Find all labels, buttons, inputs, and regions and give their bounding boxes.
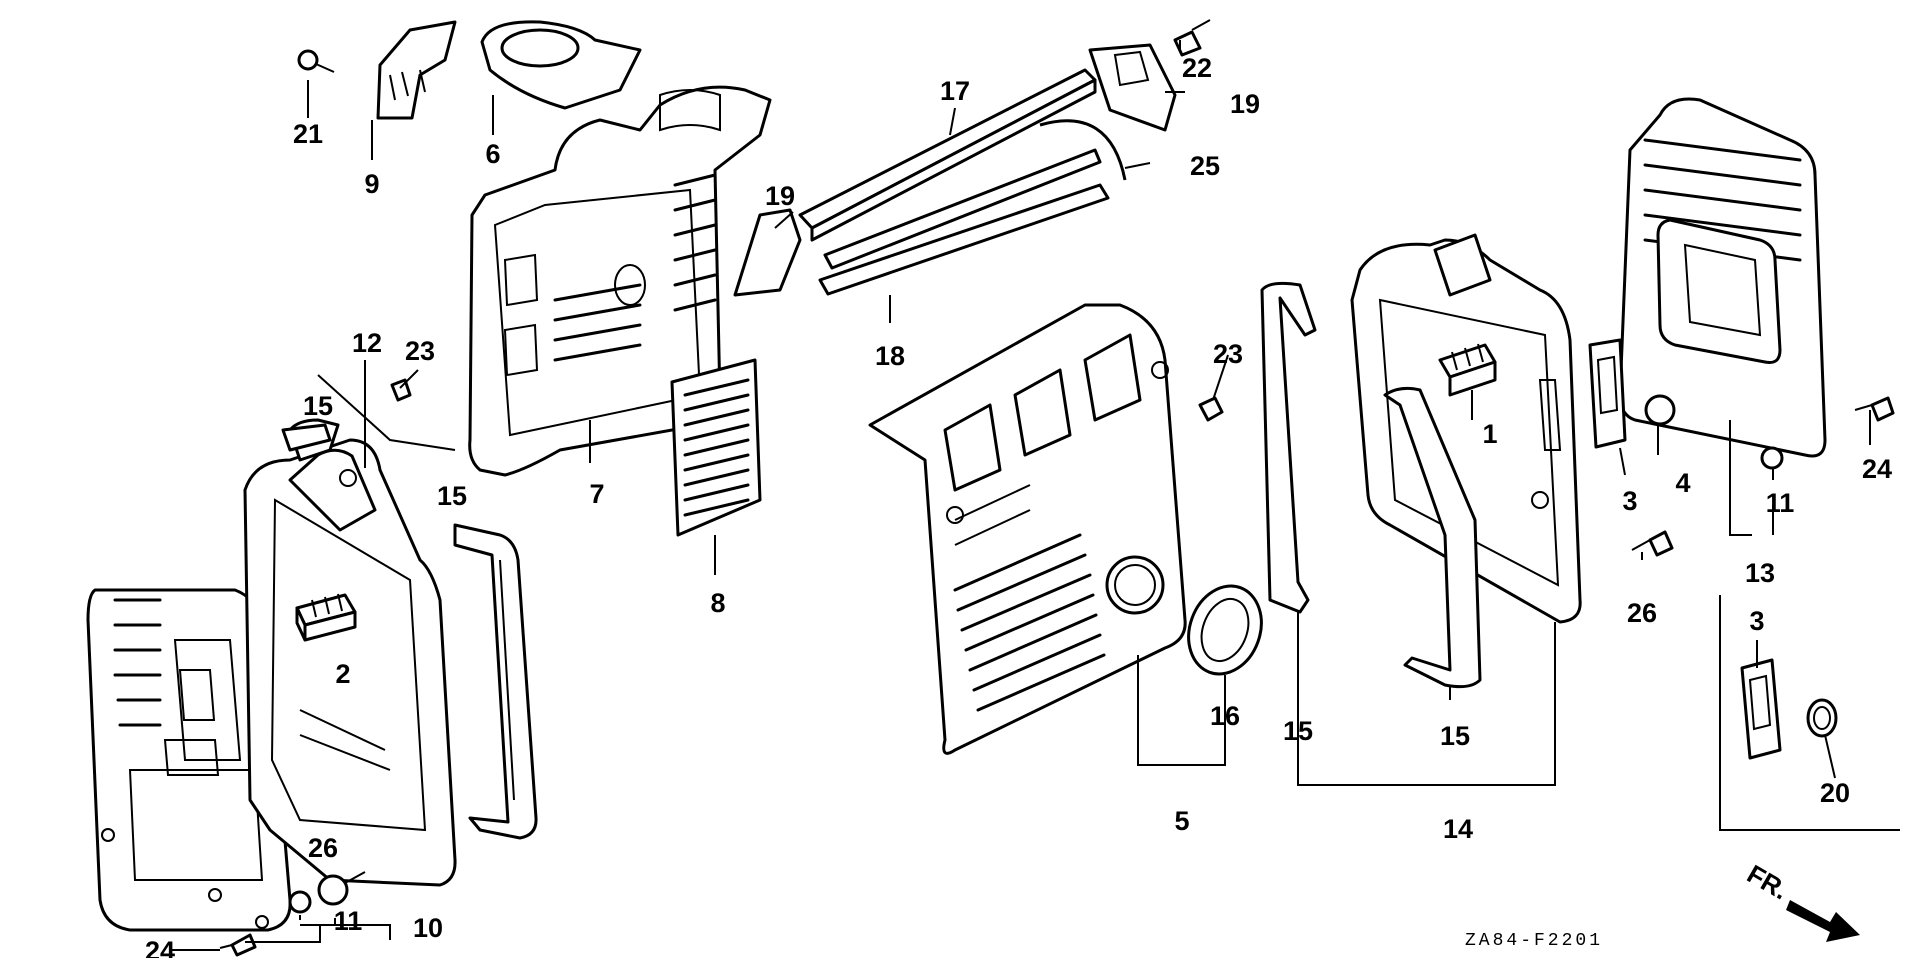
grommet-20 xyxy=(1806,698,1838,738)
callout-25: 25 xyxy=(1190,151,1220,181)
front-arrow-icon xyxy=(1786,900,1860,942)
callout-22: 22 xyxy=(1182,53,1212,83)
clip-3-top xyxy=(1588,338,1627,449)
callout-15-top-left: 15 xyxy=(303,391,333,421)
rear-frame-14 xyxy=(1350,233,1582,624)
bolt-26-right xyxy=(1631,530,1674,557)
rail-18 xyxy=(818,148,1110,296)
terminal-block-2 xyxy=(295,593,357,642)
screw-21 xyxy=(297,49,335,73)
callout-3-top: 3 xyxy=(1622,486,1637,516)
callout-11-left: 11 xyxy=(334,906,363,936)
callout-2: 2 xyxy=(335,659,350,689)
seal-strip-15-top-left xyxy=(281,423,332,452)
callout-24-right: 24 xyxy=(1862,454,1892,484)
screw-24-left xyxy=(219,933,257,957)
callout-12: 12 xyxy=(352,328,382,358)
leader-lines xyxy=(170,40,1900,951)
callout-24-left: 24 xyxy=(145,936,175,958)
seal-strip-15-right xyxy=(1383,386,1482,689)
exhaust-guide-6 xyxy=(480,20,642,110)
clip-3-bottom xyxy=(1740,658,1782,760)
rail-17 xyxy=(798,68,1097,242)
center-cover-5 xyxy=(868,303,1187,755)
callout-20: 20 xyxy=(1820,778,1850,808)
screw-24-right xyxy=(1854,396,1895,422)
callout-labels: 1 2 3 3 4 5 6 7 8 9 10 11 11 12 13 14 15… xyxy=(145,53,1892,958)
callout-4: 4 xyxy=(1675,468,1690,498)
seal-strip-15-left xyxy=(453,523,538,840)
panel-13 xyxy=(1618,97,1827,458)
callout-11-right: 11 xyxy=(1766,488,1795,518)
front-direction-indicator: FR. xyxy=(1742,859,1860,942)
callout-14: 14 xyxy=(1443,814,1473,844)
louver-8 xyxy=(670,358,762,537)
callout-19-left: 19 xyxy=(765,181,795,211)
callout-26-right: 26 xyxy=(1627,598,1657,628)
nut-11-right xyxy=(1760,446,1784,470)
callout-5: 5 xyxy=(1174,806,1189,836)
front-panel-24 xyxy=(86,588,292,932)
callout-15-right: 15 xyxy=(1440,721,1470,751)
terminal-block-1 xyxy=(1438,343,1497,397)
callout-7: 7 xyxy=(589,479,604,509)
callout-19-right: 19 xyxy=(1230,89,1260,119)
bracket-9 xyxy=(376,20,457,120)
front-frame-12 xyxy=(243,418,457,887)
front-label: FR. xyxy=(1742,859,1793,906)
callout-13: 13 xyxy=(1745,558,1775,588)
callout-3-bottom: 3 xyxy=(1749,606,1764,636)
nut-11-left xyxy=(288,890,312,914)
callout-21: 21 xyxy=(293,119,323,149)
callout-26-left: 26 xyxy=(308,833,338,863)
seal-25 xyxy=(1039,119,1127,181)
callout-15-center: 15 xyxy=(1283,716,1313,746)
callout-6: 6 xyxy=(485,139,500,169)
callout-15-left: 15 xyxy=(437,481,467,511)
callout-23-center: 23 xyxy=(1213,339,1243,369)
grommet-16 xyxy=(1187,584,1263,676)
callout-18: 18 xyxy=(875,341,905,371)
callout-8: 8 xyxy=(710,588,725,618)
bolt-26-left xyxy=(317,871,366,906)
support-19-left xyxy=(733,208,802,297)
callout-9: 9 xyxy=(364,169,379,199)
callout-10: 10 xyxy=(413,913,443,943)
cap-4 xyxy=(1644,394,1676,426)
screw-23-left xyxy=(390,378,412,402)
callout-1: 1 xyxy=(1482,419,1497,449)
callout-17: 17 xyxy=(940,76,970,106)
callout-23-left: 23 xyxy=(405,336,435,366)
support-19-top xyxy=(1088,43,1177,132)
drawing-code: ZA84-F2201 xyxy=(1465,931,1603,951)
screw-23-center xyxy=(1198,396,1224,422)
callout-16: 16 xyxy=(1210,701,1240,731)
seal-strip-15-center xyxy=(1260,281,1317,614)
